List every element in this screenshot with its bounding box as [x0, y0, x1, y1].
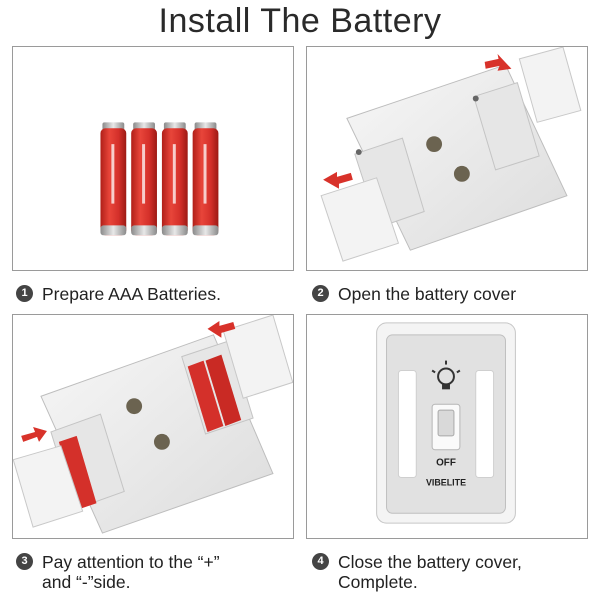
bulb-icon — [431, 360, 461, 390]
battery — [187, 354, 242, 432]
arrow-left-icon — [323, 171, 353, 189]
step-text: Pay attention to the “+” — [42, 552, 220, 572]
arrow-left-icon — [207, 320, 236, 338]
battery — [58, 435, 97, 510]
step-text: Prepare AAA Batteries. — [42, 284, 221, 304]
step-4-image: OFF VIBELITE — [306, 314, 588, 539]
step-number-badge: 4 — [312, 553, 329, 570]
step-1-image — [12, 46, 294, 271]
step-3-image — [12, 314, 294, 539]
step-text: Close the battery cover, — [338, 552, 522, 572]
page-title: Install The Battery — [158, 2, 442, 40]
step-number-badge: 3 — [16, 553, 33, 570]
switch-off-label: OFF — [436, 458, 456, 469]
light-switch-illustration: OFF VIBELITE — [376, 322, 516, 524]
step-text: and “-”side. — [42, 572, 131, 592]
step-number-badge: 2 — [312, 285, 329, 302]
switch-brand-label: VIBELITE — [426, 477, 466, 487]
open-cover-illustration — [320, 47, 582, 262]
step-2-image — [306, 46, 588, 271]
step-text: Complete. — [338, 572, 418, 592]
toggle-switch — [431, 403, 461, 451]
arrow-right-icon — [21, 426, 47, 442]
step-number-badge: 1 — [16, 285, 33, 302]
arrow-right-icon — [484, 53, 512, 71]
aaa-batteries-illustration — [100, 122, 219, 236]
step-text: Open the battery cover — [338, 284, 517, 304]
insert-batteries-illustration — [13, 315, 293, 534]
